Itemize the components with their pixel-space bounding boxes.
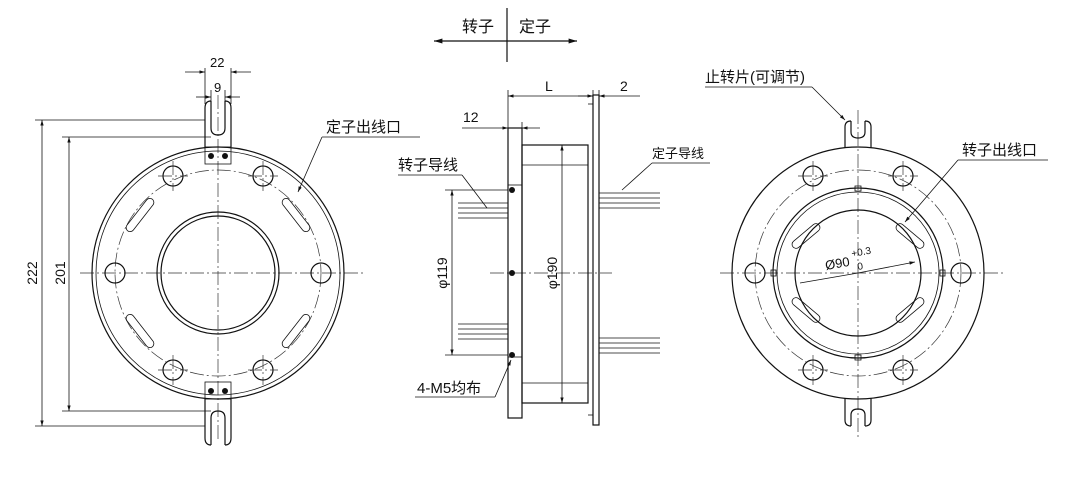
bore-dim-text: Ø90 bbox=[824, 254, 851, 273]
rotor-flange bbox=[507, 184, 523, 358]
bore-tol-upper: +0.3 bbox=[851, 246, 873, 260]
dim-190-text: φ190 bbox=[544, 257, 560, 290]
outlet-slot bbox=[895, 297, 925, 323]
rotor-lead-callout: 转子导线 bbox=[398, 157, 488, 209]
front-bore-inner bbox=[160, 215, 276, 331]
mounting-hole bbox=[744, 262, 766, 284]
tab-outline bbox=[844, 398, 872, 427]
rear-bottom-stop-tab bbox=[844, 398, 872, 427]
outlet-slot bbox=[281, 313, 311, 349]
leader-line bbox=[461, 174, 488, 209]
dim-L: L bbox=[507, 78, 594, 128]
mounting-hole bbox=[310, 262, 332, 284]
rear-outlet-slots bbox=[791, 223, 925, 323]
dim-119-text: φ119 bbox=[434, 257, 450, 289]
rotor-outlet-callout: 转子出线口 bbox=[904, 142, 1048, 223]
front-bottom-tab bbox=[204, 381, 232, 446]
m5-hole bbox=[509, 352, 515, 358]
dim-9-text: 9 bbox=[214, 80, 221, 95]
outlet-slot bbox=[895, 223, 925, 249]
stator-flange-plate bbox=[592, 94, 600, 426]
outlet-slot bbox=[791, 297, 821, 323]
hub-key bbox=[770, 269, 777, 277]
front-view: 22 9 222 201 定子出线 bbox=[24, 55, 420, 446]
stator-lead-callout: 定子导线 bbox=[621, 146, 710, 191]
rear-mounting-holes bbox=[744, 161, 972, 385]
stator-outlet-label: 定子出线口 bbox=[326, 119, 401, 136]
dim-119: φ119 bbox=[434, 189, 508, 356]
rear-hub-outer bbox=[772, 187, 944, 359]
stator-lead-label: 定子导线 bbox=[652, 146, 704, 161]
leader-line bbox=[621, 162, 653, 191]
dim-22-text: 22 bbox=[210, 55, 224, 70]
rear-outer-flange bbox=[731, 146, 985, 400]
rear-bore bbox=[794, 209, 922, 337]
dim-line bbox=[799, 272, 859, 284]
rotor-lead-label: 转子导线 bbox=[398, 157, 458, 174]
stator-leads bbox=[599, 192, 660, 354]
front-top-tab bbox=[204, 100, 232, 165]
dim-12: 12 bbox=[462, 109, 540, 145]
dim-201-text: 201 bbox=[52, 261, 68, 285]
tab-screw bbox=[222, 388, 228, 394]
holes-label: 4-M5均布 bbox=[417, 380, 481, 397]
hub-key bbox=[939, 269, 946, 277]
stator-outlet-callout: 定子出线口 bbox=[297, 119, 420, 193]
tab-outline bbox=[204, 399, 232, 446]
dim-222: 222 bbox=[24, 119, 205, 427]
leader-line bbox=[494, 359, 512, 398]
rotor-leads bbox=[458, 202, 508, 340]
tab-outline bbox=[844, 120, 872, 148]
dim-222-text: 222 bbox=[24, 261, 40, 285]
front-outer-flange-inner-edge bbox=[95, 150, 341, 396]
outlet-slot bbox=[281, 197, 311, 233]
stop-tab-callout: 止转片(可调节) bbox=[705, 69, 846, 121]
outlet-slot bbox=[125, 313, 155, 349]
outlet-slot bbox=[125, 197, 155, 233]
dim-arrow bbox=[857, 261, 916, 274]
side-view: L 2 12 φ119 φ190 bbox=[398, 78, 710, 426]
rotor-stator-header: 转子 定子 bbox=[434, 8, 577, 62]
tab-screw bbox=[208, 388, 214, 394]
leader-line bbox=[811, 86, 846, 121]
rear-top-stop-tab bbox=[844, 120, 872, 148]
bore-tol-lower: 0 bbox=[857, 261, 865, 273]
tab-outline bbox=[204, 100, 232, 147]
mounting-hole bbox=[950, 262, 972, 284]
leader-line bbox=[904, 159, 959, 223]
dim-9: 9 bbox=[196, 80, 240, 104]
holes-callout: 4-M5均布 bbox=[415, 359, 512, 398]
rear-hub-step bbox=[776, 191, 940, 355]
m5-hole bbox=[509, 270, 515, 276]
outlet-slot bbox=[791, 223, 821, 249]
rear-view: Ø90 +0.3 0 止转片(可调节) 转子出线口 bbox=[705, 69, 1048, 440]
tab-base bbox=[204, 381, 232, 400]
leader-line bbox=[297, 136, 323, 193]
dim-22: 22 bbox=[185, 55, 251, 104]
mounting-hole bbox=[104, 262, 126, 284]
rotor-label: 转子 bbox=[462, 18, 494, 36]
front-outlet-slots bbox=[125, 197, 311, 349]
dim-L-text: L bbox=[545, 78, 553, 94]
dim-2: 2 bbox=[578, 78, 640, 98]
bore-dimension: Ø90 +0.3 0 bbox=[799, 246, 916, 284]
dim-2-text: 2 bbox=[620, 78, 628, 94]
hub-key bbox=[854, 185, 862, 192]
dim-190: φ190 bbox=[544, 145, 564, 403]
front-bore-outer bbox=[156, 211, 280, 335]
dim-201: 201 bbox=[52, 136, 211, 412]
tab-screw bbox=[222, 153, 228, 159]
tab-base bbox=[204, 146, 232, 165]
stop-tab-label: 止转片(可调节) bbox=[705, 69, 805, 86]
stator-label: 定子 bbox=[519, 18, 551, 36]
rotor-outlet-label: 转子出线口 bbox=[962, 142, 1037, 159]
front-mounting-holes bbox=[104, 161, 332, 385]
rear-bolt-circle bbox=[754, 169, 962, 377]
front-bolt-circle bbox=[114, 169, 322, 377]
dim-12-text: 12 bbox=[463, 109, 479, 125]
m5-hole bbox=[509, 187, 515, 193]
tab-screw bbox=[208, 153, 214, 159]
hub-key bbox=[854, 354, 862, 361]
